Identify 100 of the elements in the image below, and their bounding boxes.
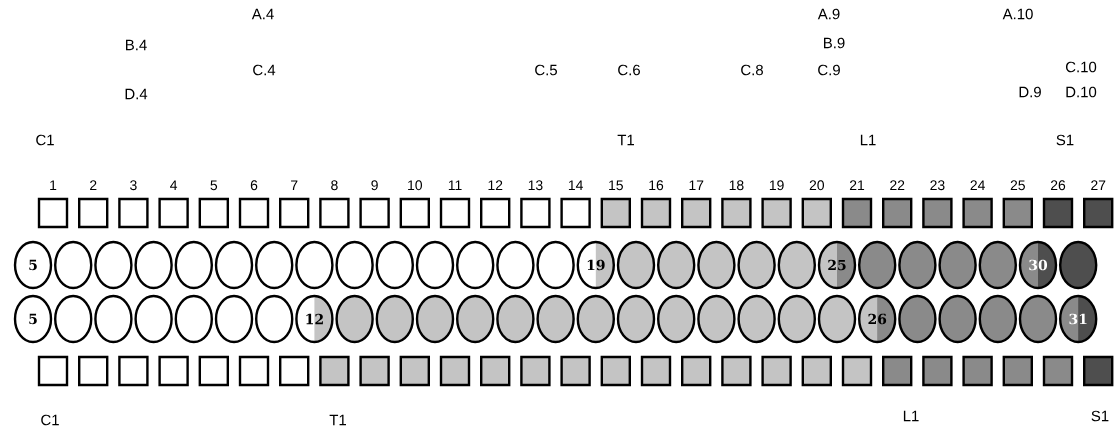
- segment-square: [359, 355, 390, 387]
- segment-square: [1002, 197, 1033, 229]
- segment-oval: [295, 240, 334, 290]
- segment-square: [279, 197, 310, 229]
- region-label: S1: [1091, 410, 1109, 422]
- segment-square: [600, 197, 631, 229]
- segment-oval: [456, 294, 495, 344]
- segment-oval: 26: [858, 294, 897, 344]
- column-number: 6: [250, 180, 258, 191]
- segment-oval: [134, 294, 173, 344]
- region-label: C.9: [818, 64, 840, 76]
- segment-oval: [1059, 240, 1098, 290]
- column-number: 17: [689, 180, 704, 190]
- column-number: 14: [568, 180, 583, 190]
- column-number: 1: [50, 180, 57, 190]
- segment-oval: [255, 294, 294, 344]
- segment-square: [279, 355, 310, 387]
- column-number: 26: [1050, 180, 1066, 191]
- segment-square: [681, 355, 712, 387]
- segment-square: [238, 355, 270, 387]
- segment-square: [439, 355, 471, 387]
- segment-oval: 12: [295, 294, 334, 344]
- column-number: 21: [849, 180, 865, 190]
- segment-oval: [134, 240, 173, 290]
- segment-square: [922, 197, 953, 229]
- segment-square: [681, 197, 712, 229]
- region-label: C.5: [535, 64, 557, 76]
- segment-oval: [415, 294, 455, 344]
- segment-square: [882, 355, 913, 387]
- column-number: 13: [528, 180, 543, 191]
- region-label: L1: [903, 410, 919, 422]
- segment-square: [520, 355, 551, 387]
- segment-oval: [94, 294, 133, 344]
- column-number: 19: [769, 180, 784, 191]
- segment-square: [198, 355, 229, 387]
- segment-oval: 5: [13, 294, 53, 344]
- segment-oval: [375, 240, 414, 290]
- segment-square: [37, 197, 69, 229]
- segment-square: [480, 197, 511, 229]
- segment-oval: [938, 294, 977, 344]
- segment-square: [399, 355, 430, 387]
- segment-square: [841, 197, 873, 229]
- segment-square: [319, 197, 350, 229]
- segment-oval: 5: [13, 240, 53, 290]
- segment-oval: [496, 240, 535, 290]
- column-number: 16: [649, 180, 664, 191]
- segment-oval: [94, 240, 133, 290]
- segment-oval: [214, 294, 254, 344]
- column-number: 9: [371, 180, 378, 191]
- segment-oval: [777, 240, 816, 290]
- region-label: B.4: [126, 39, 147, 51]
- segment-oval: 19: [576, 240, 615, 290]
- region-label: D.9: [1019, 86, 1041, 98]
- column-number: 18: [729, 180, 744, 191]
- column-number: 5: [210, 180, 218, 191]
- segment-square: [439, 197, 471, 229]
- segment-oval: [174, 294, 213, 344]
- column-number: 25: [1010, 180, 1025, 191]
- segment-square: [1042, 197, 1074, 229]
- segment-oval: [858, 240, 897, 290]
- segment-square: [198, 197, 229, 229]
- column-number: 20: [809, 180, 824, 191]
- segment-oval: [898, 240, 937, 290]
- column-number: 11: [448, 180, 462, 190]
- segment-square: [1083, 355, 1114, 387]
- segment-square: [721, 197, 752, 229]
- segment-oval: [616, 294, 656, 344]
- segment-oval: [174, 240, 213, 290]
- segment-square: [520, 197, 551, 229]
- segment-square: [359, 197, 390, 229]
- segment-square: [640, 197, 672, 229]
- segment-square: [922, 355, 953, 387]
- segment-oval: [536, 240, 575, 290]
- segment-oval: [496, 294, 535, 344]
- segment-oval: [214, 240, 254, 290]
- segment-square: [882, 197, 913, 229]
- segment-oval: 31: [1059, 294, 1098, 344]
- segment-oval: [697, 294, 736, 344]
- region-label: C.4: [253, 64, 276, 76]
- column-number: 24: [970, 180, 985, 190]
- region-label: C1: [36, 134, 54, 146]
- segment-oval: [375, 294, 414, 344]
- segment-square: [962, 197, 993, 229]
- segment-square: [399, 197, 430, 229]
- segment-square: [962, 355, 993, 387]
- segment-square: [560, 197, 591, 229]
- segment-oval: [54, 294, 93, 344]
- segment-oval: [737, 240, 776, 290]
- segment-oval: [536, 294, 575, 344]
- segment-square: [1042, 355, 1074, 387]
- segment-square: [801, 197, 832, 229]
- segment-oval: [415, 240, 455, 290]
- segment-square: [37, 355, 69, 387]
- segment-square: [560, 355, 591, 387]
- segment-square: [600, 355, 631, 387]
- column-number: 4: [170, 180, 178, 190]
- column-number: 23: [930, 180, 945, 191]
- column-number: 12: [488, 180, 503, 190]
- segment-oval: [335, 240, 374, 290]
- segment-oval: [576, 294, 615, 344]
